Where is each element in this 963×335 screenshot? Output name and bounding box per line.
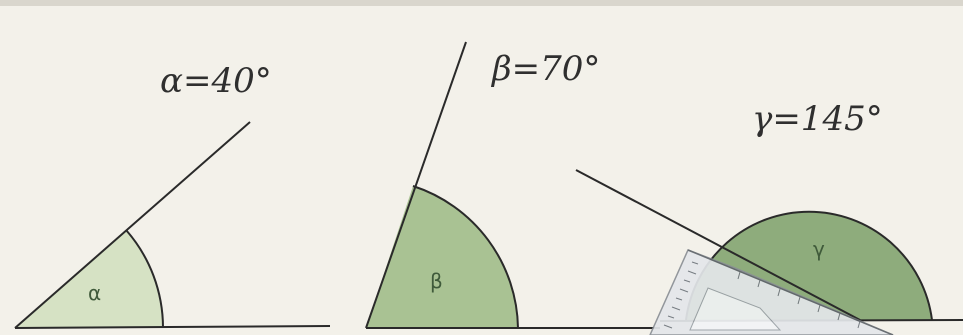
gamma-symbol: γ bbox=[813, 237, 825, 261]
alpha-base-ray bbox=[14, 325, 331, 329]
alpha-symbol: α bbox=[88, 281, 101, 305]
alpha-label: α=40° bbox=[160, 61, 272, 101]
protractor-edge bbox=[687, 249, 894, 335]
beta-arm-ray bbox=[365, 41, 467, 329]
angle-beta: β β=70° bbox=[365, 41, 660, 329]
alpha-arc bbox=[125, 229, 165, 329]
gamma-label: γ=145° bbox=[752, 99, 883, 139]
gamma-arm-ray bbox=[575, 169, 861, 321]
beta-label: β=70° bbox=[490, 49, 600, 89]
beta-symbol: β bbox=[430, 269, 443, 293]
protractor-icon bbox=[649, 249, 894, 335]
alpha-arm-ray bbox=[14, 121, 251, 329]
protractor-inner-window bbox=[689, 287, 782, 331]
beta-arc bbox=[412, 185, 519, 329]
angle-alpha: α α=40° bbox=[14, 61, 331, 329]
protractor-ticks bbox=[663, 261, 861, 329]
alpha-sector bbox=[15, 230, 164, 328]
top-dark-strip bbox=[0, 0, 963, 6]
